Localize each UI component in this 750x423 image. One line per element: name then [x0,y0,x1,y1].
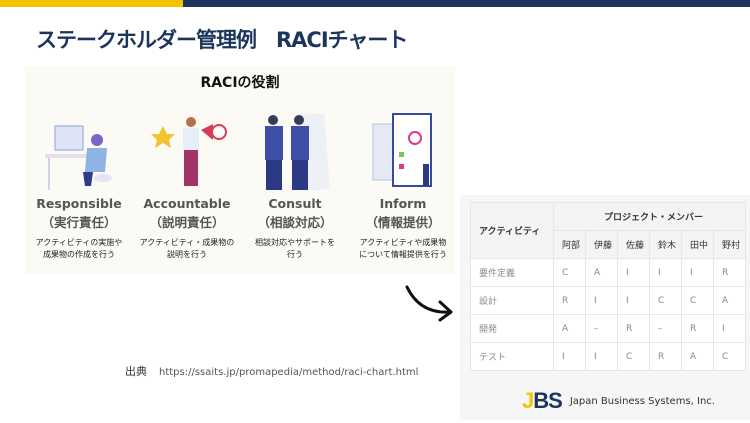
role-subtitle: （実行責任） [41,215,117,230]
raci-cell: I [617,258,650,287]
role-accountable: Accountable （説明責任） アクティビティ・成果物の説明を行う [133,106,241,261]
member-header: 鈴木 [649,230,682,259]
source-citation: 出典 https://ssaits.jp/promapedia/method/ra… [125,363,418,379]
page-title: ステークホルダー管理例 RACIチャート [36,28,408,52]
raci-cell: R [553,286,586,315]
company-name: Japan Business Systems, Inc. [569,395,715,407]
raci-cell: I [713,314,746,343]
raci-cell: R [649,342,682,371]
raci-cell: I [585,286,618,315]
role-subtitle: （情報提供） [365,215,441,230]
raci-cell: C [649,286,682,315]
desk-worker-illustration [25,106,133,194]
role-title: Inform [379,196,427,211]
role-title: Accountable [143,196,231,211]
raci-cell: – [585,314,618,343]
company-logo: JBS Japan Business Systems, Inc. [522,388,715,414]
jbs-logo-mark: JBS [522,388,563,413]
role-description: 行う [287,250,303,259]
curved-arrow-icon [405,285,453,322]
raci-cell: I [617,286,650,315]
handshake-illustration [241,106,349,194]
raci-cell: A [585,258,618,287]
role-subtitle: （相談対応） [257,215,333,230]
role-description: 説明を行う [167,250,207,259]
activity-cell: テスト [470,342,554,371]
role-description: について情報提供を行う [359,250,447,259]
source-url[interactable]: https://ssaits.jp/promapedia/method/raci… [159,367,419,378]
member-header: 阿部 [553,230,586,259]
activity-cell: 開発 [470,314,554,343]
raci-cell: I [585,342,618,371]
accent-bar-navy [183,0,750,7]
activity-cell: 要件定義 [470,258,554,287]
member-header: 伊藤 [585,230,618,259]
role-inform: Inform （情報提供） アクティビティや成果物について情報提供を行う [349,106,457,261]
role-consult: Consult （相談対応） 相談対応やサポートを行う [241,106,349,261]
raci-cell: I [649,258,682,287]
raci-cell: R [617,314,650,343]
accent-bar-yellow [0,0,183,7]
report-board-illustration [349,106,457,194]
activity-cell: 設計 [470,286,554,315]
raci-cell: A [553,314,586,343]
raci-cell: C [713,342,746,371]
roles-heading: RACIの役割 [200,75,280,91]
raci-cell: C [553,258,586,287]
role-description: 成果物の作成を行う [43,250,115,259]
raci-cell: I [681,258,714,287]
activity-header: アクティビティ [470,202,554,259]
role-description: アクティビティ・成果物の [139,238,235,247]
member-header: 田中 [681,230,714,259]
raci-cell: C [681,286,714,315]
role-description: 相談対応やサポートを [255,238,335,247]
role-description: アクティビティや成果物 [359,238,447,247]
raci-cell: A [681,342,714,371]
role-description: アクティビティの実施や [35,238,123,247]
source-label: 出典 [125,365,147,378]
raci-cell: R [713,258,746,287]
members-group-header: プロジェクト・メンバー [553,202,746,231]
member-header: 佐藤 [617,230,650,259]
role-title: Consult [268,196,322,211]
raci-cell: – [649,314,682,343]
role-title: Responsible [36,196,122,211]
raci-cell: R [681,314,714,343]
role-subtitle: （説明責任） [149,215,225,230]
raci-cell: I [553,342,586,371]
raci-roles-panel: RACIの役割 Responsible （実行責任） アクティビティの実施や成果… [25,66,455,274]
role-responsible: Responsible （実行責任） アクティビティの実施や成果物の作成を行う [25,106,133,261]
member-header: 野村 [713,230,746,259]
raci-cell: A [713,286,746,315]
megaphone-man-illustration [133,106,241,194]
raci-cell: C [617,342,650,371]
